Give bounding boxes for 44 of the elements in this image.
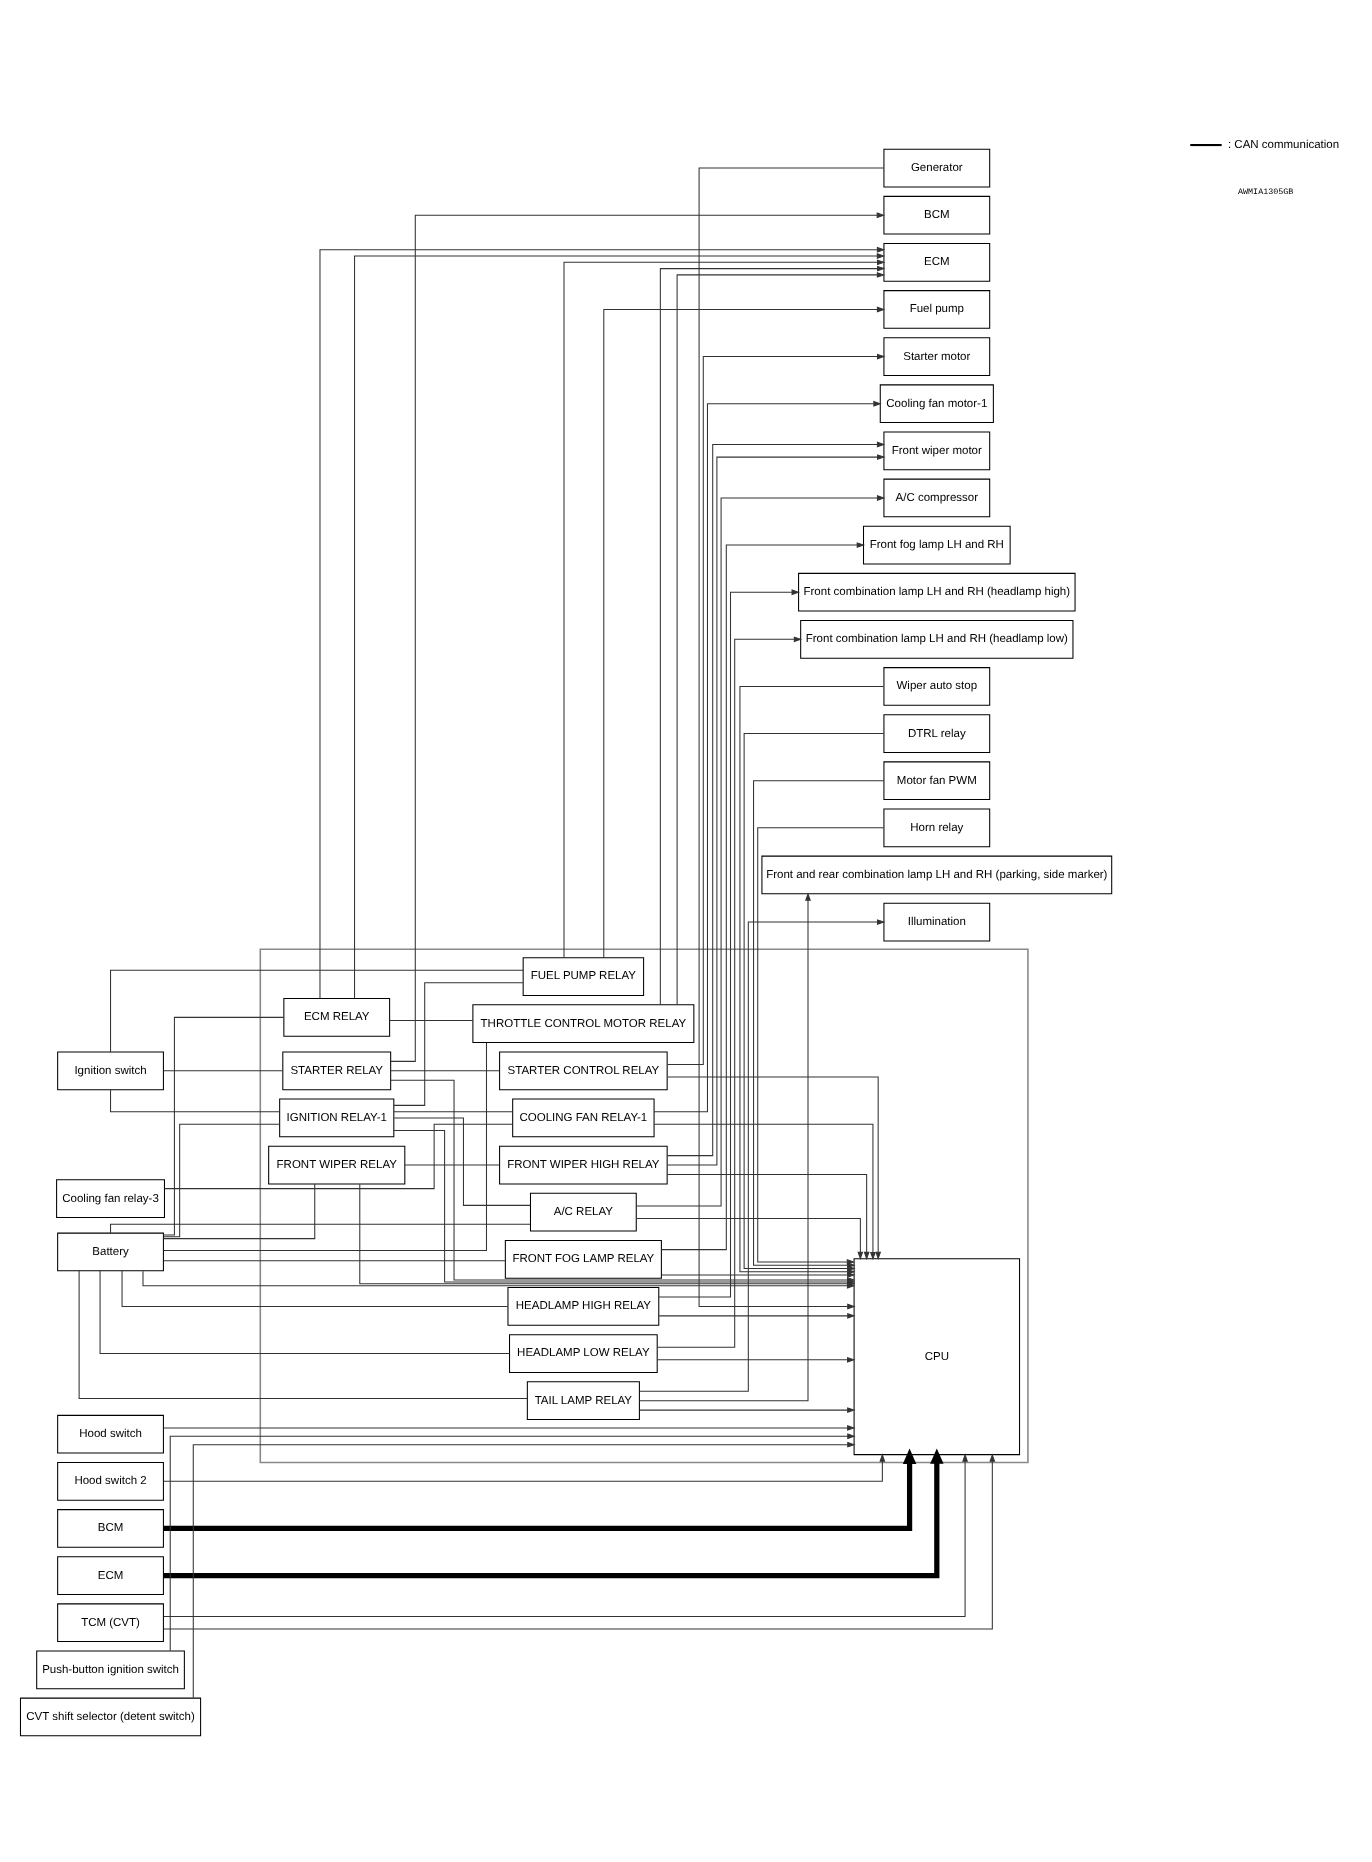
connector	[393, 1111, 513, 1113]
connector	[121, 1270, 509, 1307]
connector	[110, 969, 524, 1053]
arrow	[658, 589, 800, 1298]
arrow	[163, 1448, 917, 1532]
arrow	[666, 353, 886, 1066]
connector	[164, 1123, 513, 1190]
arrow	[162, 1425, 856, 1431]
connector	[163, 1123, 281, 1238]
arrow	[603, 306, 886, 959]
connector	[163, 1042, 488, 1252]
connector	[99, 1270, 510, 1355]
arrow	[653, 400, 882, 1113]
arrow	[639, 1407, 856, 1414]
connector	[393, 1117, 531, 1206]
arrow	[163, 1453, 886, 1482]
arrow	[390, 212, 886, 1062]
arrow	[163, 1448, 944, 1579]
arrow	[661, 542, 866, 1251]
connector	[163, 1183, 316, 1240]
arrow	[635, 1217, 864, 1261]
arrow	[192, 1441, 856, 1699]
connector	[163, 1070, 283, 1072]
arrow	[639, 919, 886, 1392]
connector	[404, 1164, 500, 1166]
arrow	[656, 636, 803, 1348]
connector	[390, 1070, 500, 1072]
connector	[110, 1089, 281, 1113]
arrow	[666, 1076, 882, 1261]
connector	[163, 1260, 506, 1262]
arrow	[656, 1356, 856, 1363]
connector	[163, 1016, 285, 1236]
arrow	[666, 1173, 870, 1261]
arrow	[636, 495, 886, 1207]
arrow	[658, 1312, 856, 1319]
arrow	[563, 259, 886, 958]
connector	[393, 982, 524, 1106]
arrow	[698, 167, 885, 1310]
connector	[389, 1020, 474, 1022]
connector	[78, 1270, 528, 1400]
arrow	[653, 1123, 876, 1261]
connector	[110, 1223, 531, 1234]
arrow	[169, 1433, 856, 1652]
arrow	[638, 892, 811, 1402]
